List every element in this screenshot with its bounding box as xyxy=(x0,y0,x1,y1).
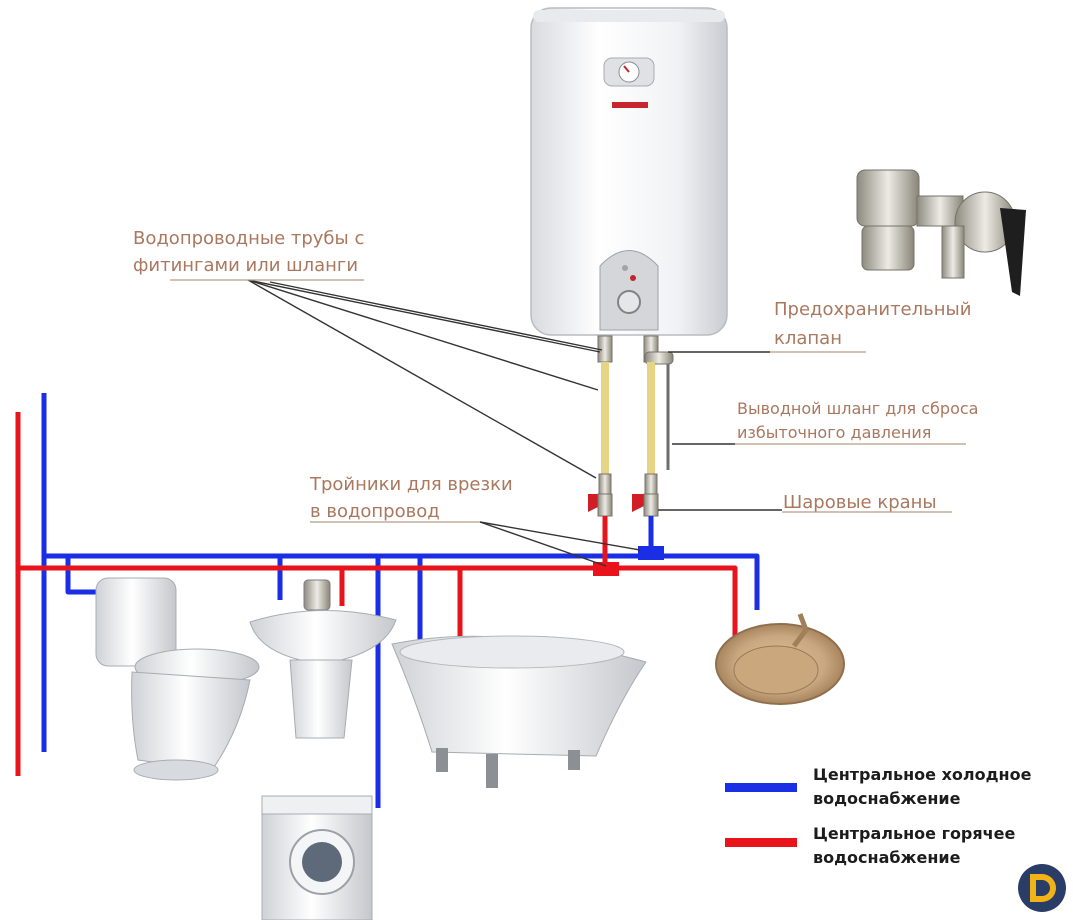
label-hose-line2: избыточного давления xyxy=(737,423,932,442)
label-pipes-line2: фитингами или шланги xyxy=(133,255,359,276)
label-safety-valve-line1: Предохранительный xyxy=(774,299,972,320)
washing-machine-icon xyxy=(261,795,373,920)
label-tees-line2: в водопровод xyxy=(310,501,440,522)
label-hose-line1: Выводной шланг для сброса xyxy=(737,399,979,418)
label-ball-valves: Шаровые краны xyxy=(783,492,937,513)
hot-water-pipes xyxy=(15,412,738,776)
bathtub-icon xyxy=(391,635,647,788)
hot-tee-icon xyxy=(593,562,619,576)
washbasin-icon xyxy=(249,579,397,739)
safety-valve-icon xyxy=(856,169,1026,296)
legend-cold-swatch xyxy=(725,783,797,792)
kitchen-sink-icon xyxy=(715,613,845,705)
ball-valves-icon xyxy=(588,493,659,517)
toilet-icon xyxy=(95,577,260,781)
cold-tee-icon xyxy=(638,546,664,560)
legend-hot-line2: водоснабжение xyxy=(813,848,961,867)
label-underlines xyxy=(170,279,966,523)
water-heater-icon xyxy=(530,7,728,336)
legend-hot-swatch xyxy=(725,838,797,847)
brand-logo-icon xyxy=(1018,864,1066,912)
leader-lines xyxy=(247,279,782,567)
label-pipes-line1: Водопроводные трубы с xyxy=(133,228,365,249)
heater-outlets xyxy=(597,335,674,497)
legend-cold-line2: водоснабжение xyxy=(813,789,961,808)
label-safety-valve-line2: клапан xyxy=(774,328,842,349)
label-tees-line1: Тройники для врезки xyxy=(310,474,513,495)
cold-water-pipes xyxy=(41,393,760,808)
legend-hot-line1: Центральное горячее xyxy=(813,824,1016,843)
legend-cold-line1: Центральное холодное xyxy=(813,765,1032,784)
